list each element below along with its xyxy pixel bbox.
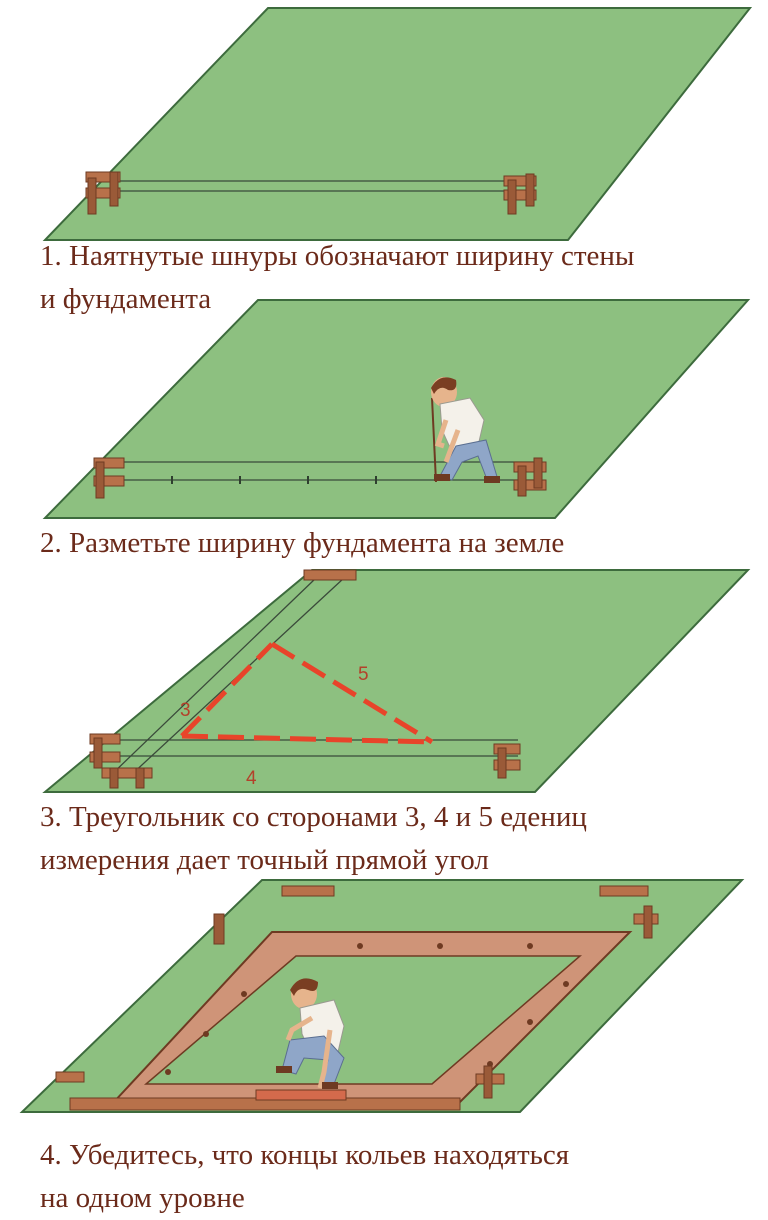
panel-2-marking-width [45, 300, 748, 518]
step-1-caption: 1. Наятнутые шнуры обозначают ширину сте… [40, 235, 760, 321]
step-3-caption: 3. Треугольник со сторонами 3, 4 и 5 еде… [40, 796, 760, 882]
panel-1-stretched-strings [45, 8, 750, 240]
panel-2-ground [45, 300, 748, 518]
panel-3-right-angle-triangle: 3 4 5 [45, 570, 748, 792]
panel-1-ground [45, 8, 750, 240]
step-4-caption: 4. Убедитесь, что концы кольев находятьс… [40, 1134, 760, 1220]
triangle-side-a-label: 3 [180, 700, 191, 721]
step-2-caption: 2. Разметьте ширину фундамента на земле [40, 522, 760, 565]
panel-3-ground [45, 570, 748, 792]
triangle-hypotenuse-label: 5 [358, 664, 369, 685]
triangle-side-b-label: 4 [246, 768, 257, 789]
panel-4-trench-levels [22, 880, 742, 1112]
